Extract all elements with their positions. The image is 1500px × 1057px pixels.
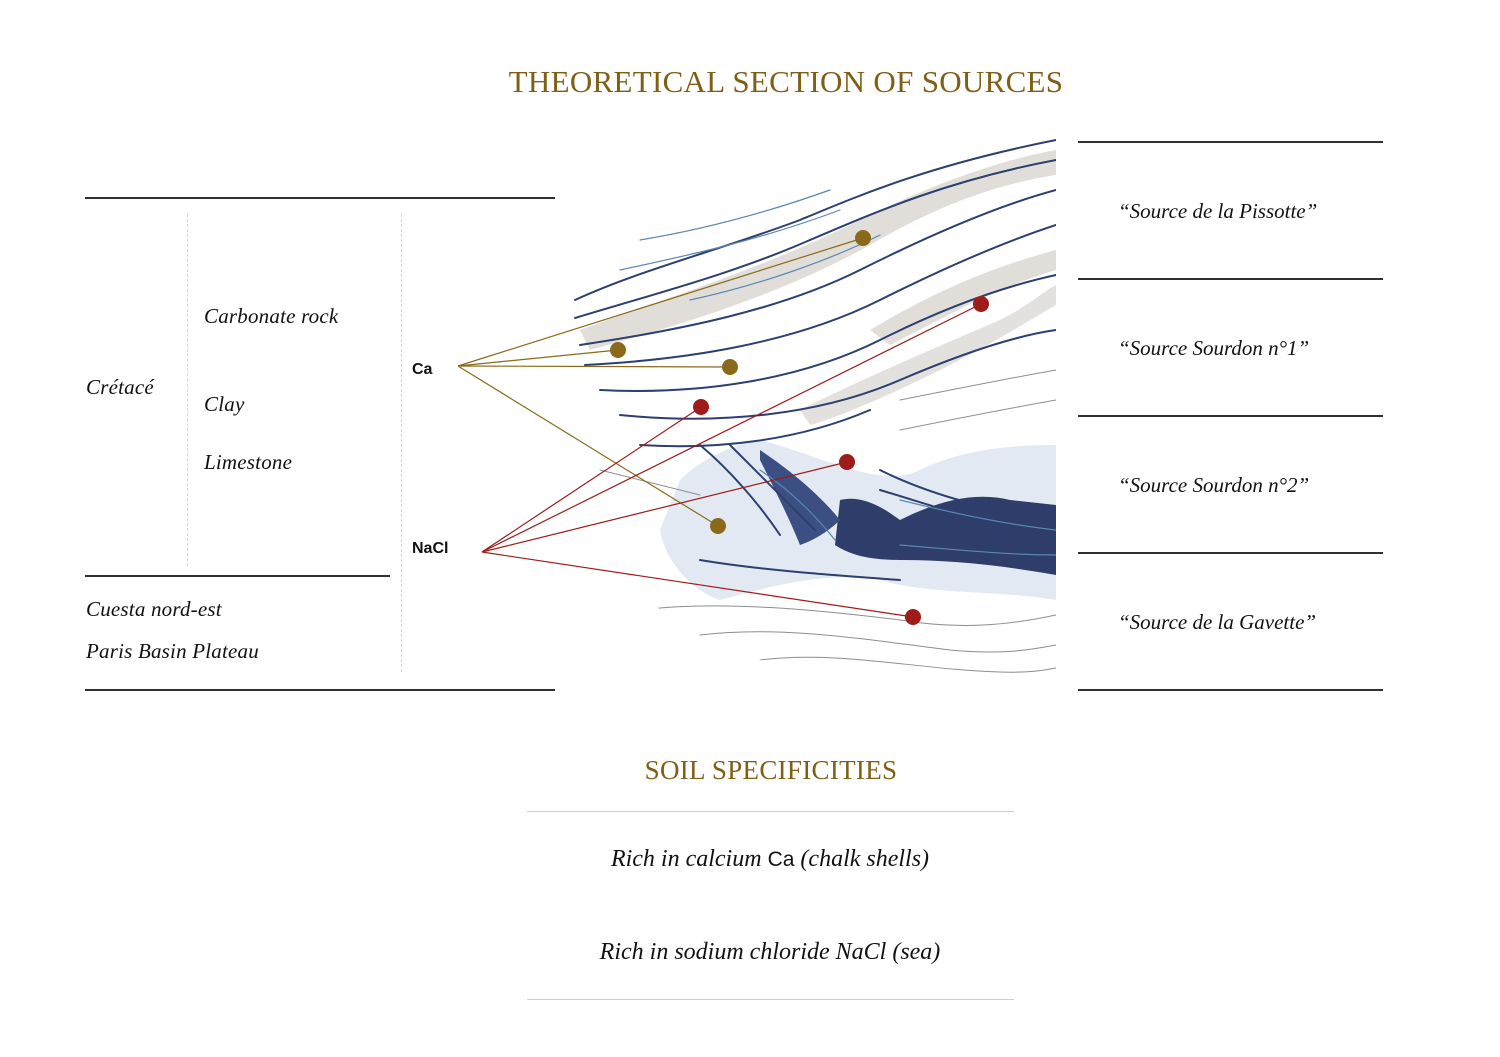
region-cuesta: Cuesta nord-est: [86, 597, 222, 621]
left-table-divider-2: [401, 214, 402, 672]
source-pissotte: “Source de la Pissotte”: [1118, 199, 1318, 223]
ca-marker: [610, 342, 626, 358]
nacl-line-2: [481, 303, 982, 553]
ca-marker: [722, 359, 738, 375]
sources-rule-2: [1078, 415, 1383, 417]
ca-marker: [855, 230, 871, 246]
nacl-marker: [839, 454, 855, 470]
soil-line-nacl: Rich in sodium chloride NaCl (sea): [599, 939, 941, 965]
rock-type-clay: Clay: [204, 392, 245, 416]
left-table-bottom-rule: [85, 689, 555, 691]
calcium-connectors: [457, 237, 864, 527]
sources-rule-3: [1078, 552, 1383, 554]
soil-bottom-rule: [527, 999, 1014, 1000]
soil-line-calcium-suffix: (chalk shells): [800, 846, 930, 872]
nacl-label: NaCl: [412, 540, 449, 557]
rock-type-carbonate: Carbonate rock: [204, 304, 339, 328]
source-gavette: “Source de la Gavette”: [1118, 610, 1317, 634]
soil-line-calcium: Rich in calcium Ca (chalk shells): [0, 846, 1500, 873]
nacl-line-4: [481, 551, 914, 618]
nacl-marker: [973, 296, 989, 312]
sources-rule-1: [1078, 278, 1383, 280]
soil-line-calcium-symbol: Ca: [767, 848, 795, 871]
calcium-label: Ca: [412, 361, 433, 378]
ca-line-4: [457, 365, 719, 527]
rock-type-limestone: Limestone: [204, 450, 293, 474]
source-sourdon-1: “Source Sourdon n°1”: [1118, 336, 1310, 360]
soil-line-calcium-prefix: Rich in calcium: [610, 846, 762, 872]
soil-title: SOIL SPECIFICITIES: [644, 755, 898, 785]
region-paris-basin: Paris Basin Plateau: [86, 639, 259, 663]
rock-strata: [559, 128, 1056, 691]
left-table-divider-1: [187, 214, 188, 566]
nacl-marker: [693, 399, 709, 415]
nacl-line-1: [481, 406, 702, 553]
ca-marker: [710, 518, 726, 534]
era-label: Crétacé: [86, 375, 154, 399]
sources-rule-4: [1078, 689, 1383, 691]
ca-line-3: [457, 365, 731, 368]
ca-line-2: [457, 349, 619, 367]
nacl-line-3: [481, 461, 848, 553]
sources-rule-0: [1078, 141, 1383, 143]
ca-line-1: [457, 237, 864, 367]
left-table-mid-rule: [85, 575, 390, 577]
soil-top-rule: [527, 811, 1014, 812]
source-sourdon-2: “Source Sourdon n°2”: [1118, 473, 1310, 497]
page-title: THEORETICAL SECTION OF SOURCES: [508, 64, 1064, 99]
nacl-connectors: [481, 303, 982, 618]
left-table-top-rule: [85, 197, 555, 199]
nacl-marker: [905, 609, 921, 625]
